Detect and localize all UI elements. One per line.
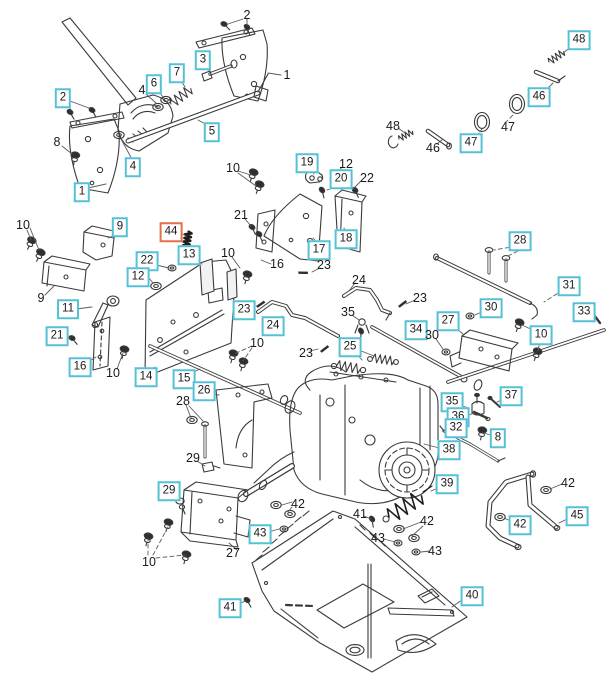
part-callout-box-26[interactable]: 26 bbox=[192, 381, 216, 401]
part-callout-box-8[interactable]: 8 bbox=[489, 428, 507, 448]
part-callout-text-28: 28 bbox=[176, 393, 190, 408]
control-panel-assembly-drawing bbox=[23, 167, 300, 415]
part-callout-box-16[interactable]: 16 bbox=[68, 357, 92, 377]
part-callout-box-25[interactable]: 25 bbox=[338, 337, 362, 357]
transaxle-assembly-drawing bbox=[236, 366, 438, 525]
part-callout-box-17[interactable]: 17 bbox=[307, 240, 331, 260]
part-callout-text-46: 46 bbox=[426, 140, 440, 155]
part-callout-box-20[interactable]: 20 bbox=[329, 169, 353, 189]
part-callout-text-42: 42 bbox=[291, 496, 305, 511]
leader-lines bbox=[27, 19, 594, 607]
part-callout-text-2: 2 bbox=[243, 7, 251, 22]
part-callout-box-9[interactable]: 9 bbox=[111, 217, 129, 237]
part-callout-box-45[interactable]: 45 bbox=[565, 506, 589, 526]
part-callout-box-1[interactable]: 1 bbox=[73, 182, 91, 202]
part-callout-box-24[interactable]: 24 bbox=[261, 316, 285, 336]
part-callout-box-30[interactable]: 30 bbox=[479, 298, 503, 318]
part-callout-box-15[interactable]: 15 bbox=[172, 369, 196, 389]
part-callout-text-29: 29 bbox=[186, 450, 200, 465]
part-callout-box-42[interactable]: 42 bbox=[508, 515, 532, 535]
belly-pan-drawing bbox=[252, 511, 467, 672]
part-callout-box-23[interactable]: 23 bbox=[232, 300, 256, 320]
part-callout-box-34[interactable]: 34 bbox=[404, 320, 428, 340]
part-callout-text-41: 41 bbox=[353, 506, 367, 521]
part-callout-text-23: 23 bbox=[317, 257, 331, 272]
part-callout-box-29[interactable]: 29 bbox=[157, 481, 181, 501]
part-callout-text-30: 30 bbox=[425, 327, 439, 342]
part-callout-text-21: 21 bbox=[234, 207, 248, 222]
part-callout-box-7[interactable]: 7 bbox=[168, 63, 186, 83]
part-callout-box-40[interactable]: 40 bbox=[460, 586, 484, 606]
lever-bracket-assembly-drawing bbox=[62, 18, 268, 193]
part-callout-text-35: 35 bbox=[341, 304, 355, 319]
idler-hardware-drawing bbox=[388, 48, 567, 149]
part-callout-box-12[interactable]: 12 bbox=[126, 267, 150, 287]
part-callout-box-3[interactable]: 3 bbox=[194, 50, 212, 70]
part-callout-text-10: 10 bbox=[106, 365, 120, 380]
part-callout-box-6[interactable]: 6 bbox=[145, 74, 163, 94]
part-callout-text-8: 8 bbox=[53, 134, 61, 149]
part-callout-box-48[interactable]: 48 bbox=[567, 30, 591, 50]
part-callout-text-24: 24 bbox=[352, 272, 366, 287]
part-callout-box-46[interactable]: 46 bbox=[527, 87, 551, 107]
part-callout-text-47: 47 bbox=[501, 119, 515, 134]
part-callout-box-31[interactable]: 31 bbox=[557, 276, 581, 296]
part-callout-text-10: 10 bbox=[221, 245, 235, 260]
part-callout-box-39[interactable]: 39 bbox=[435, 474, 459, 494]
part-callout-text-23: 23 bbox=[299, 345, 313, 360]
part-callout-text-1: 1 bbox=[283, 67, 291, 82]
part-callout-box-37[interactable]: 37 bbox=[499, 386, 523, 406]
part-callout-box-44[interactable]: 44 bbox=[159, 222, 183, 242]
part-callout-box-21[interactable]: 21 bbox=[45, 326, 69, 346]
part-callout-text-10: 10 bbox=[142, 554, 156, 569]
part-callout-text-10: 10 bbox=[226, 160, 240, 175]
part-callout-box-2[interactable]: 2 bbox=[54, 88, 72, 108]
part-callout-text-22: 22 bbox=[360, 170, 374, 185]
part-callout-text-16: 16 bbox=[270, 256, 284, 271]
part-callout-text-9: 9 bbox=[37, 290, 45, 305]
part-callout-text-43: 43 bbox=[428, 543, 442, 558]
part-callout-text-42: 42 bbox=[561, 475, 575, 490]
part-callout-text-42: 42 bbox=[420, 513, 434, 528]
part-callout-text-10: 10 bbox=[250, 335, 264, 350]
support-brackets-drawing bbox=[141, 384, 421, 608]
part-callout-box-11[interactable]: 11 bbox=[57, 299, 79, 319]
part-callout-text-12: 12 bbox=[339, 156, 353, 171]
part-callout-box-41[interactable]: 41 bbox=[218, 598, 242, 618]
part-callout-box-38[interactable]: 38 bbox=[437, 440, 461, 460]
part-callout-box-13[interactable]: 13 bbox=[177, 245, 201, 265]
part-callout-text-10: 10 bbox=[16, 217, 30, 232]
part-callout-box-33[interactable]: 33 bbox=[572, 302, 596, 322]
bypass-tubes-drawing bbox=[488, 471, 560, 550]
part-callout-box-14[interactable]: 14 bbox=[134, 367, 158, 387]
part-callout-box-19[interactable]: 19 bbox=[295, 153, 319, 173]
part-callout-text-43: 43 bbox=[371, 530, 385, 545]
part-callout-box-4[interactable]: 4 bbox=[124, 157, 142, 177]
clevis-bracket-assembly-drawing bbox=[256, 168, 366, 261]
part-callout-text-4: 4 bbox=[138, 82, 146, 97]
part-callout-box-10[interactable]: 10 bbox=[529, 325, 553, 345]
part-callout-box-5[interactable]: 5 bbox=[203, 122, 221, 142]
part-callout-text-23: 23 bbox=[413, 290, 427, 305]
part-callout-box-43[interactable]: 43 bbox=[248, 524, 272, 544]
part-callout-text-48: 48 bbox=[386, 118, 400, 133]
linkage-rods-drawing bbox=[254, 248, 604, 461]
part-callout-box-32[interactable]: 32 bbox=[444, 418, 468, 438]
part-callout-box-28[interactable]: 28 bbox=[508, 231, 532, 251]
part-callout-text-27: 27 bbox=[226, 545, 240, 560]
part-callout-box-18[interactable]: 18 bbox=[334, 229, 358, 249]
part-callout-box-47[interactable]: 47 bbox=[459, 133, 483, 153]
part-callout-box-27[interactable]: 27 bbox=[436, 311, 460, 331]
